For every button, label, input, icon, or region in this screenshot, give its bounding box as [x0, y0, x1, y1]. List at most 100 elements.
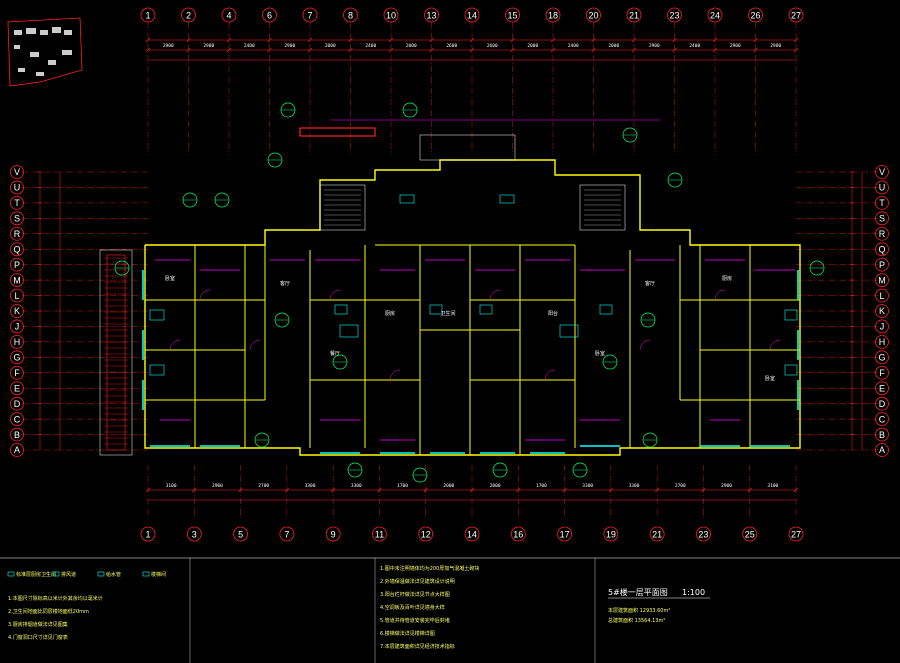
axis-label: E	[14, 383, 20, 393]
axis-label: P	[14, 260, 20, 270]
dimension-tick	[672, 37, 677, 43]
axis-bubble-circle	[10, 242, 24, 257]
axis-bubble-bottom-9: 9	[325, 526, 341, 542]
axis-bubble-top-13: 13	[424, 7, 439, 23]
drawing-scale: 1:100	[682, 588, 705, 597]
fixture	[334, 304, 348, 315]
axis-label: A	[14, 445, 20, 455]
axis-bubble-circle	[875, 427, 889, 442]
axis-bubble-right-C: C	[875, 412, 889, 427]
dimension-text: 2900	[721, 483, 732, 489]
axis-bubble-top-2: 2	[181, 7, 196, 23]
dimension-text: 2600	[487, 43, 498, 49]
axis-label: 10	[386, 11, 396, 21]
axis-bubble-circle	[875, 412, 889, 427]
room-label: 客厅	[645, 280, 655, 287]
note-line: 4.门窗洞口尺寸详见门窗表	[8, 634, 68, 641]
axis-bubble-bottom-3: 3	[186, 526, 202, 542]
dimension-text: 2900	[284, 43, 295, 49]
axis-label: L	[14, 291, 19, 301]
dimension-tick	[631, 47, 637, 53]
dimension-tick	[388, 47, 394, 53]
dimension-text: 2900	[163, 43, 174, 49]
axis-bubble-left-M: M	[10, 273, 24, 288]
axis-bubble-top-6: 6	[262, 7, 277, 23]
dimension-tick	[550, 37, 556, 43]
axis-label: 1	[145, 530, 150, 540]
dimension-text: 2000	[406, 43, 417, 49]
axis-label: 4	[226, 11, 231, 21]
axis-bubble-top-10: 10	[383, 7, 399, 23]
room-label: 卧室	[165, 275, 175, 282]
axis-bubble-left-Q: Q	[10, 242, 24, 257]
dimension-tick	[562, 487, 567, 493]
axis-bubble-circle	[505, 7, 520, 23]
dimension-text: 2700	[258, 483, 269, 489]
door-swing	[329, 289, 341, 301]
dimension-text: 3100	[166, 483, 177, 489]
axis-label: B	[14, 430, 20, 440]
dimension-tick	[423, 487, 428, 493]
axis-bubble-bottom-17: 17	[557, 526, 572, 542]
axis-label: J	[880, 322, 885, 332]
axis-label: 9	[331, 530, 336, 540]
dimension-text: 2900	[770, 43, 781, 49]
axis-label: S	[14, 214, 20, 224]
fixture	[499, 194, 515, 204]
dimension-tick	[712, 37, 718, 43]
fixture	[784, 364, 798, 376]
left-stair	[99, 249, 133, 456]
axis-bubble-right-H: H	[875, 334, 889, 349]
dimension-tick	[186, 37, 191, 43]
axis-label: 11	[375, 530, 384, 540]
axis-bubble-circle	[325, 526, 341, 542]
axis-label: 6	[267, 11, 272, 21]
axis-label: U	[879, 183, 886, 193]
axis-bubble-circle	[418, 526, 434, 542]
dimension-tick	[747, 487, 752, 493]
dimension-text: 2900	[203, 43, 214, 49]
legend-swatch	[142, 571, 150, 577]
axis-bubble-top-21: 21	[626, 7, 642, 23]
dimension-text: 1700	[536, 483, 547, 489]
axis-label: L	[879, 291, 884, 301]
note-line: 4.空调板及百叶详见墙身大样	[380, 604, 445, 611]
axis-label: T	[14, 198, 20, 208]
room-label: 餐厅	[330, 350, 340, 357]
axis-label: 14	[467, 11, 477, 21]
axis-bubble-circle	[748, 7, 763, 23]
axis-label: Q	[878, 244, 885, 254]
room-label: 阳台	[548, 310, 558, 317]
door-swing	[544, 369, 556, 381]
dimension-tick	[307, 47, 313, 53]
dimension-text: 2900	[212, 483, 223, 489]
fixture	[399, 194, 415, 204]
dimension-text: 2000	[325, 43, 336, 49]
dimension-text: 3300	[629, 483, 640, 489]
note-line: 1.图中未注明墙体均为200厚加气混凝土砌块	[380, 565, 479, 572]
axis-label: R	[14, 229, 21, 239]
axis-bubble-top-1: 1	[140, 7, 156, 23]
axis-label: 17	[560, 530, 570, 540]
axis-bubble-top-14: 14	[464, 7, 480, 23]
axis-bubble-circle	[140, 526, 156, 542]
axis-label: H	[879, 337, 886, 347]
note-line: 2.外墙保温做法详见建筑设计说明	[380, 578, 455, 585]
axis-label: E	[879, 383, 885, 393]
axis-bubble-right-G: G	[875, 350, 889, 365]
dimension-tick	[226, 37, 232, 43]
dimension-tick	[753, 47, 758, 53]
stair-rail	[106, 254, 126, 451]
axis-bubble-bottom-23: 23	[696, 526, 711, 542]
axis-bubble-circle	[424, 7, 439, 23]
dimension-tick	[654, 487, 660, 493]
axis-label: K	[879, 306, 885, 316]
axis-bubble-circle	[186, 526, 202, 542]
dimension-tick	[429, 47, 434, 53]
axis-bubble-circle	[875, 350, 889, 365]
dimension-tick	[307, 37, 313, 43]
axis-bubble-circle	[464, 526, 480, 542]
axis-label: 3	[192, 530, 197, 540]
axis-bubble-circle	[875, 257, 889, 272]
axis-bubble-right-A: A	[875, 443, 889, 457]
